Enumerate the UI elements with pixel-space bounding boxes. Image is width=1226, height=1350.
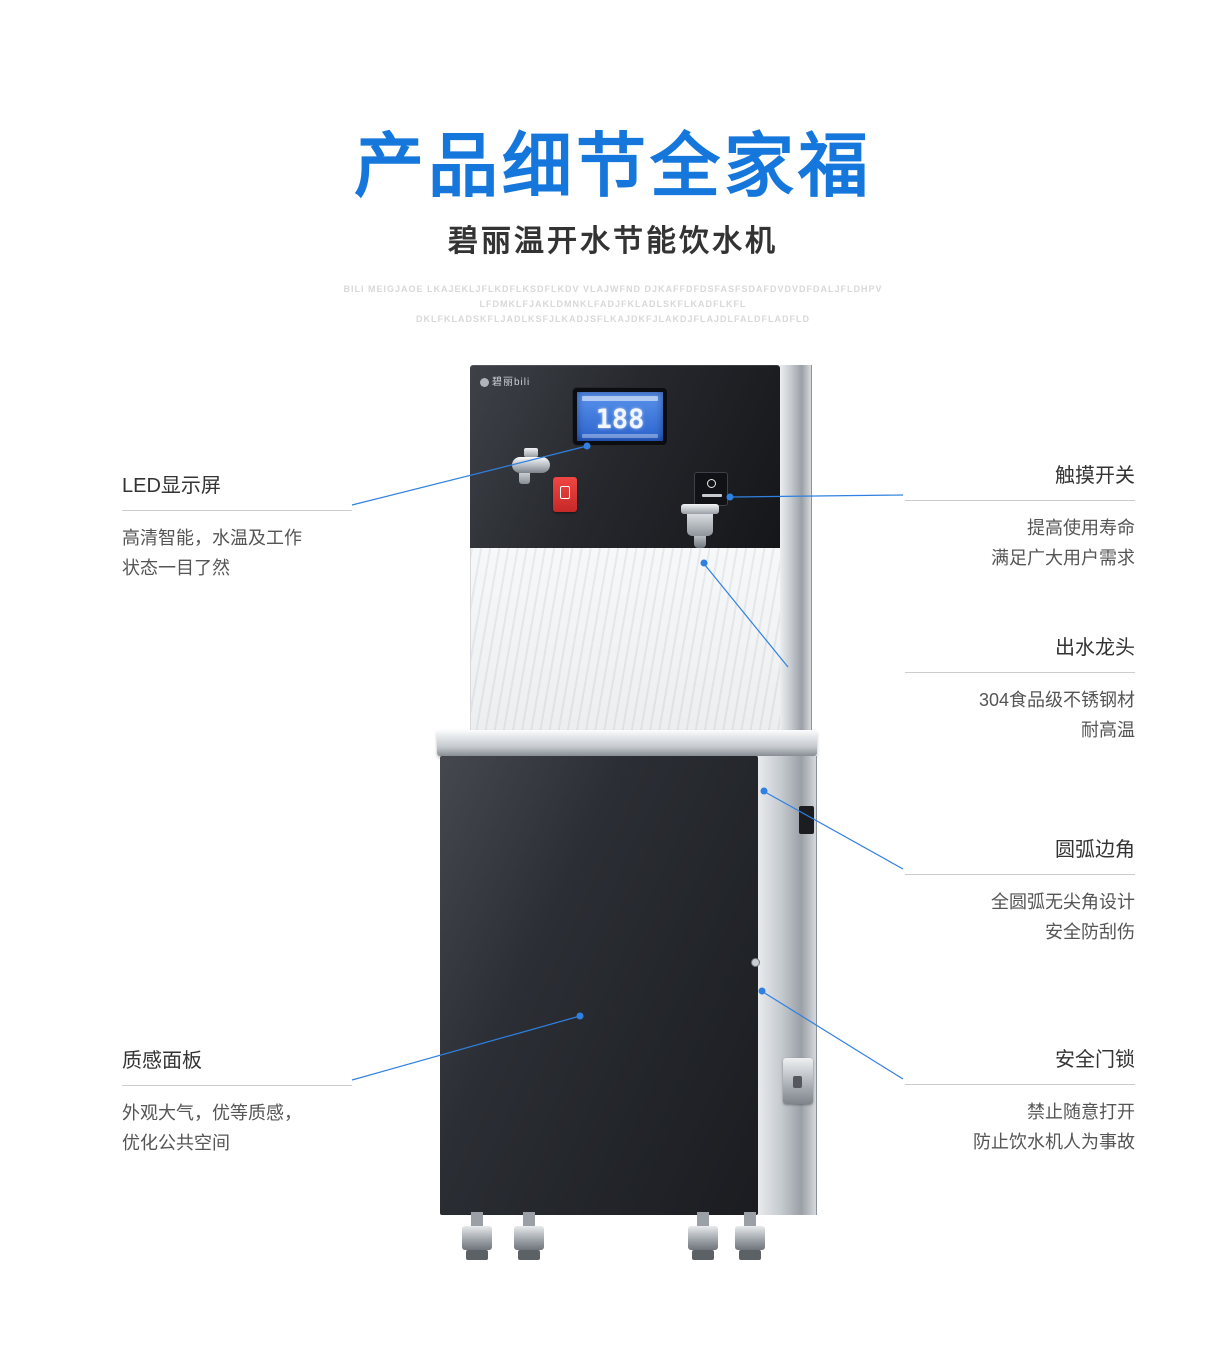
foot-base — [692, 1250, 714, 1260]
brand-logo: 碧丽bili — [480, 373, 530, 388]
left-faucet-handle — [524, 448, 538, 457]
foot-body — [514, 1226, 544, 1250]
machine-foot — [688, 1212, 718, 1262]
left-faucet — [512, 448, 552, 488]
lcd-display: 188 — [573, 388, 667, 445]
brand-text: 碧丽bili — [492, 377, 531, 388]
foot-stem — [523, 1212, 535, 1226]
callout-led-display: LED显示屏 高清智能，水温及工作 状态一目了然 — [122, 469, 352, 583]
callout-desc-line: 禁止随意打开 — [1027, 1102, 1135, 1122]
callout-title: 圆弧边角 — [905, 833, 1135, 875]
center-faucet — [681, 504, 719, 550]
foot-stem — [471, 1212, 483, 1226]
front-control-panel: 碧丽bili 188 — [470, 365, 780, 548]
stainless-tray — [437, 730, 817, 756]
lcd-temperature-value: 188 — [595, 404, 645, 435]
watermark-line: DKLFKLADSKFLJADLKSFJLKADJSFLKAJDKFJLAKDJ… — [416, 314, 810, 324]
safety-door-latch — [783, 1058, 813, 1104]
watermark-text: BILI MEIGJAOE LKAJEKLJFLKDFLKSDFLKDV VLA… — [0, 282, 1226, 327]
callout-texture-panel: 质感面板 外观大气，优等质感， 优化公共空间 — [122, 1044, 352, 1158]
callout-desc-line: 高清智能，水温及工作 — [122, 528, 302, 548]
callout-description: 提高使用寿命 满足广大用户需求 — [905, 513, 1135, 573]
callout-desc-line: 安全防刮伤 — [1045, 922, 1135, 942]
textured-front-panel — [470, 548, 780, 730]
foot-body — [688, 1226, 718, 1250]
dispenser-top-unit: 碧丽bili 188 — [470, 365, 812, 730]
foot-stem — [697, 1212, 709, 1226]
center-faucet-cap — [681, 504, 719, 514]
door-lock-screw — [751, 958, 760, 967]
hot-water-icon — [560, 486, 570, 499]
foot-stem — [744, 1212, 756, 1226]
callout-rounded-corner: 圆弧边角 全圆弧无尖角设计 安全防刮伤 — [905, 833, 1135, 947]
callout-title: 出水龙头 — [905, 631, 1135, 673]
callout-title: 安全门锁 — [905, 1043, 1135, 1085]
hot-water-button — [553, 477, 577, 512]
callout-desc-line: 304食品级不锈钢材 — [978, 690, 1135, 710]
callout-description: 高清智能，水温及工作 状态一目了然 — [122, 523, 352, 583]
callout-title: 质感面板 — [122, 1044, 352, 1086]
callout-desc-line: 状态一目了然 — [122, 558, 230, 578]
callout-desc-line: 防止饮水机人为事故 — [973, 1132, 1135, 1152]
machine-foot — [735, 1212, 765, 1262]
foot-base — [466, 1250, 488, 1260]
foot-body — [735, 1226, 765, 1250]
callout-desc-line: 全圆弧无尖角设计 — [991, 892, 1135, 912]
foot-body — [462, 1226, 492, 1250]
side-vent-slot — [799, 806, 814, 834]
brand-logo-icon — [480, 377, 489, 387]
left-faucet-nozzle — [519, 473, 530, 484]
touch-switch-icon — [707, 479, 716, 488]
callout-touch-switch: 触摸开关 提高使用寿命 满足广大用户需求 — [905, 459, 1135, 573]
callout-desc-line: 满足广大用户需求 — [991, 548, 1135, 568]
foot-base — [518, 1250, 540, 1260]
callout-title: 触摸开关 — [905, 459, 1135, 501]
cabinet-door — [440, 756, 758, 1215]
lcd-sub-bar — [582, 434, 658, 438]
water-dispenser-illustration: 碧丽bili 188 — [437, 365, 817, 1265]
left-faucet-body — [512, 457, 550, 473]
callout-desc-line: 耐高温 — [1081, 720, 1135, 740]
lcd-status-bar — [582, 396, 658, 401]
machine-foot — [514, 1212, 544, 1262]
foot-base — [739, 1250, 761, 1260]
callout-description: 禁止随意打开 防止饮水机人为事故 — [905, 1097, 1135, 1157]
dispenser-cabinet — [440, 756, 817, 1215]
page-subtitle: 碧丽温开水节能饮水机 — [448, 225, 778, 258]
page-title: 产品细节全家福 — [354, 127, 872, 205]
callout-desc-line: 优化公共空间 — [122, 1133, 230, 1153]
watermark-line: BILI MEIGJAOE LKAJEKLJFLKDFLKSDFLKDV VLA… — [343, 284, 883, 294]
center-faucet-body — [687, 514, 713, 536]
stainless-side-panel — [780, 365, 812, 730]
callout-desc-line: 提高使用寿命 — [1027, 518, 1135, 538]
touch-switch-label-mark — [702, 494, 722, 497]
callout-description: 全圆弧无尖角设计 安全防刮伤 — [905, 887, 1135, 947]
callout-safety-lock: 安全门锁 禁止随意打开 防止饮水机人为事故 — [905, 1043, 1135, 1157]
callout-description: 304食品级不锈钢材 耐高温 — [905, 685, 1135, 745]
callout-faucet: 出水龙头 304食品级不锈钢材 耐高温 — [905, 631, 1135, 745]
callout-title: LED显示屏 — [122, 469, 352, 511]
latch-keyhole — [793, 1076, 802, 1088]
touch-switch-panel — [694, 472, 728, 506]
center-faucet-nozzle — [694, 536, 706, 548]
callout-description: 外观大气，优等质感， 优化公共空间 — [122, 1098, 352, 1158]
watermark-line: LFDMKLFJAKLDMNKLFADJFKLADLSKFLKADFLKFL — [479, 299, 747, 309]
machine-foot — [462, 1212, 492, 1262]
callout-desc-line: 外观大气，优等质感， — [122, 1103, 302, 1123]
